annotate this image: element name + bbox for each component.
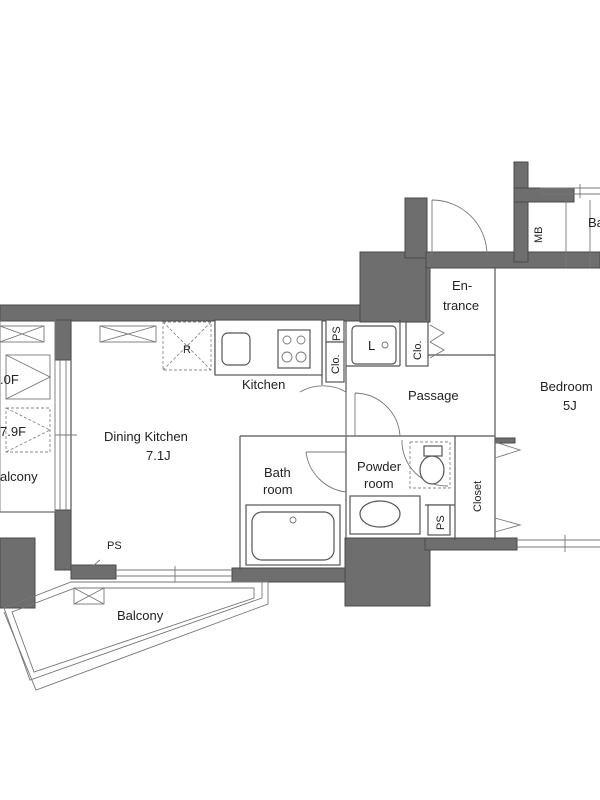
closet-kitchen [325, 341, 345, 383]
label-refrigerator: R [183, 344, 191, 356]
doors [92, 199, 522, 567]
bathtub [251, 511, 335, 561]
label-bedroom-size: 5J [563, 398, 577, 413]
walls [0, 161, 600, 609]
room-labels: En- trance Bedroom 5J Passage Kitchen Di… [0, 215, 600, 623]
label-ps-powder: PS [435, 515, 447, 530]
label-floor-a: .0F [0, 372, 19, 387]
storage-box [73, 587, 105, 605]
laundry-pan [351, 325, 397, 365]
label-bath-1: Bath [264, 465, 291, 480]
label-powder-2: room [364, 476, 394, 491]
label-laundry: L [368, 338, 375, 353]
label-dining-size: 7.1J [146, 448, 171, 463]
storage-box [99, 325, 157, 343]
pipe-space [427, 504, 451, 536]
label-bath-2: room [263, 482, 293, 497]
label-ps-balcony: PS [107, 540, 122, 552]
label-dining: Dining Kitchen [104, 429, 188, 444]
fixtures [0, 319, 451, 605]
label-entrance-1: En- [452, 278, 472, 293]
label-entrance-2: trance [443, 298, 479, 313]
label-bedroom: Bedroom [540, 379, 593, 394]
label-ps-kitchen: PS [331, 326, 343, 341]
aircon-unit [5, 407, 51, 453]
label-clo-kitchen: Clo. [330, 354, 342, 374]
label-balcony-top-right: Ba [588, 215, 600, 230]
label-closet: Closet [472, 481, 484, 512]
label-balcony-left: alcony [0, 469, 38, 484]
refrigerator-space [162, 321, 212, 371]
label-floor-b: 7.9F [0, 424, 26, 439]
windows [55, 184, 600, 582]
balconies [0, 200, 591, 691]
closet-entrance [405, 321, 429, 367]
toilet [419, 455, 445, 485]
kitchen-sink [221, 332, 251, 366]
wash-basin [359, 500, 401, 528]
label-mb: MB [533, 227, 545, 244]
label-passage: Passage [408, 388, 459, 403]
storage-box [0, 325, 45, 343]
label-powder-1: Powder [357, 459, 402, 474]
toilet-space [409, 441, 451, 489]
label-kitchen: Kitchen [242, 377, 285, 392]
label-balcony-bottom: Balcony [117, 608, 164, 623]
label-clo-entrance: Clo. [412, 340, 424, 360]
stove [277, 329, 311, 369]
